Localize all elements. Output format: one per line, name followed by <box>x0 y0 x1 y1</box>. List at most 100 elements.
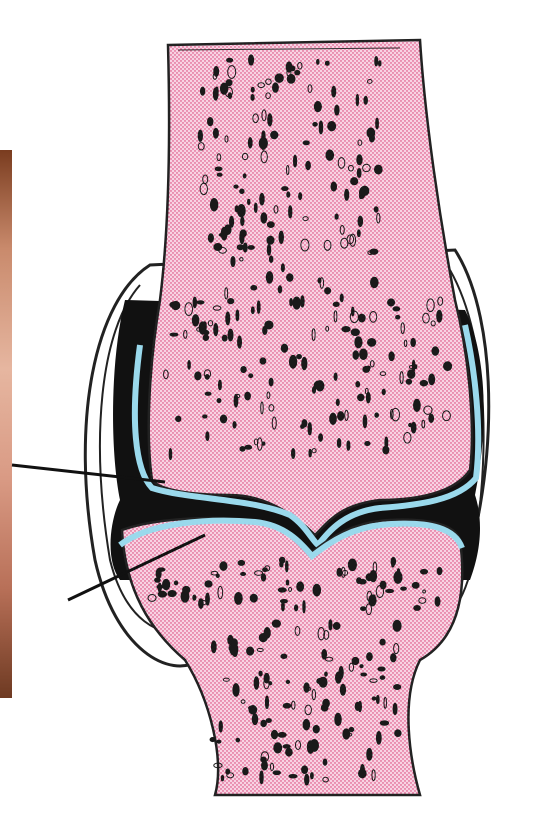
trabecula-dot <box>376 731 381 744</box>
trabecula-dot <box>294 605 297 611</box>
trabecula-dot <box>420 380 427 386</box>
trabecula-dot <box>183 586 190 593</box>
trabecula-dot <box>437 567 442 574</box>
trabecula-dot <box>293 297 301 309</box>
trabecula-dot <box>319 434 323 442</box>
trabecula-dot <box>158 568 165 571</box>
trabecula-dot <box>234 394 238 407</box>
trabecula-dot <box>358 314 365 322</box>
trabecula-dot <box>279 231 283 243</box>
trabecula-dot <box>219 721 222 732</box>
trabecula-dot <box>250 594 257 602</box>
trabecula-dot <box>353 351 359 360</box>
trabecula-dot <box>331 182 337 191</box>
trabecula-dot <box>254 677 259 689</box>
trabecula-dot <box>348 559 356 571</box>
trabecula-dot <box>274 743 282 753</box>
trabecula-dot <box>369 595 376 606</box>
trabecula-dot <box>282 187 288 191</box>
trabecula-dot <box>378 667 385 671</box>
trabecula-dot <box>367 339 375 347</box>
trabecula-dot <box>313 584 321 596</box>
trabecula-dot <box>349 727 354 731</box>
trabecula-dot <box>266 719 271 723</box>
trabecula-dot <box>330 413 337 424</box>
trabecula-dot <box>259 138 267 149</box>
trabecula-dot <box>309 449 311 457</box>
trabecula-dot <box>325 61 329 65</box>
trabecula-dot <box>168 591 176 597</box>
trabecula-dot <box>243 174 246 178</box>
trabecula-dot <box>360 665 363 668</box>
trabecula-dot <box>280 562 283 567</box>
trabecula-dot <box>220 415 226 423</box>
trabecula-dot <box>420 569 427 574</box>
trabecula-dot <box>214 323 218 335</box>
trabecula-dot <box>283 703 291 708</box>
trabecula-dot <box>385 437 388 448</box>
trabecula-dot <box>319 677 327 687</box>
trabecula-dot <box>376 118 379 129</box>
trabecula-dot <box>372 697 376 700</box>
trabecula-dot <box>252 714 258 725</box>
trabecula-dot <box>375 57 378 66</box>
trabecula-dot <box>314 102 321 112</box>
trabecula-dot <box>392 561 394 567</box>
trabecula-dot <box>302 766 308 774</box>
trabecula-dot <box>393 620 401 631</box>
trabecula-dot <box>340 684 345 695</box>
trabecula-dot <box>414 399 421 411</box>
trabecula-dot <box>214 243 222 250</box>
trabecula-dot <box>370 571 377 582</box>
trabecula-dot <box>205 581 212 587</box>
trabecula-dot <box>261 574 265 581</box>
trabecula-dot <box>292 448 295 458</box>
trabecula-dot <box>355 337 362 348</box>
trabecula-dot <box>375 413 379 417</box>
trabecula-dot <box>222 335 227 341</box>
trabecula-dot <box>374 165 382 174</box>
trabecula-dot <box>281 654 287 658</box>
trabecula-dot <box>380 721 388 725</box>
trabecula-dot <box>155 578 161 582</box>
trabecula-dot <box>211 641 216 653</box>
trabecula-dot <box>247 647 254 655</box>
trabecula-dot <box>172 301 180 309</box>
trabecula-dot <box>334 373 337 380</box>
trabecula-dot <box>281 344 287 352</box>
trabecula-dot <box>396 315 400 319</box>
trabecula-dot <box>323 759 327 765</box>
trabecula-dot <box>262 761 268 770</box>
trabecula-dot <box>286 62 292 72</box>
trabecula-dot <box>325 288 331 294</box>
trabecula-dot <box>357 168 361 177</box>
trabecula-dot <box>205 374 209 379</box>
trabecula-dot <box>401 587 407 590</box>
trabecula-dot <box>245 445 252 449</box>
trabecula-dot <box>217 740 221 743</box>
trabecula-dot <box>200 87 204 95</box>
trabecula-dot <box>304 683 309 692</box>
trabecula-dot <box>335 214 338 219</box>
trabecula-dot <box>437 310 442 322</box>
trabecula-dot <box>378 61 381 66</box>
trabecula-dot <box>240 189 244 194</box>
trabecula-dot <box>374 207 378 212</box>
trabecula-dot <box>235 592 243 604</box>
trabecula-dot <box>337 439 340 448</box>
trabecula-dot <box>254 203 257 212</box>
trabecula-dot <box>268 114 272 126</box>
trabecula-dot <box>233 684 239 697</box>
trabecula-dot <box>233 422 236 429</box>
trabecula-dot <box>333 623 340 630</box>
trabecula-dot <box>299 193 302 200</box>
trabecula-dot <box>248 246 254 250</box>
trabecula-dot <box>260 771 263 784</box>
trabecula-dot <box>241 217 244 226</box>
trabecula-dot <box>386 589 394 592</box>
trabecula-dot <box>325 672 328 676</box>
trabecula-dot <box>376 695 379 703</box>
trabecula-dot <box>221 227 227 240</box>
trabecula-dot <box>323 699 330 707</box>
trabecula-dot <box>363 415 367 428</box>
